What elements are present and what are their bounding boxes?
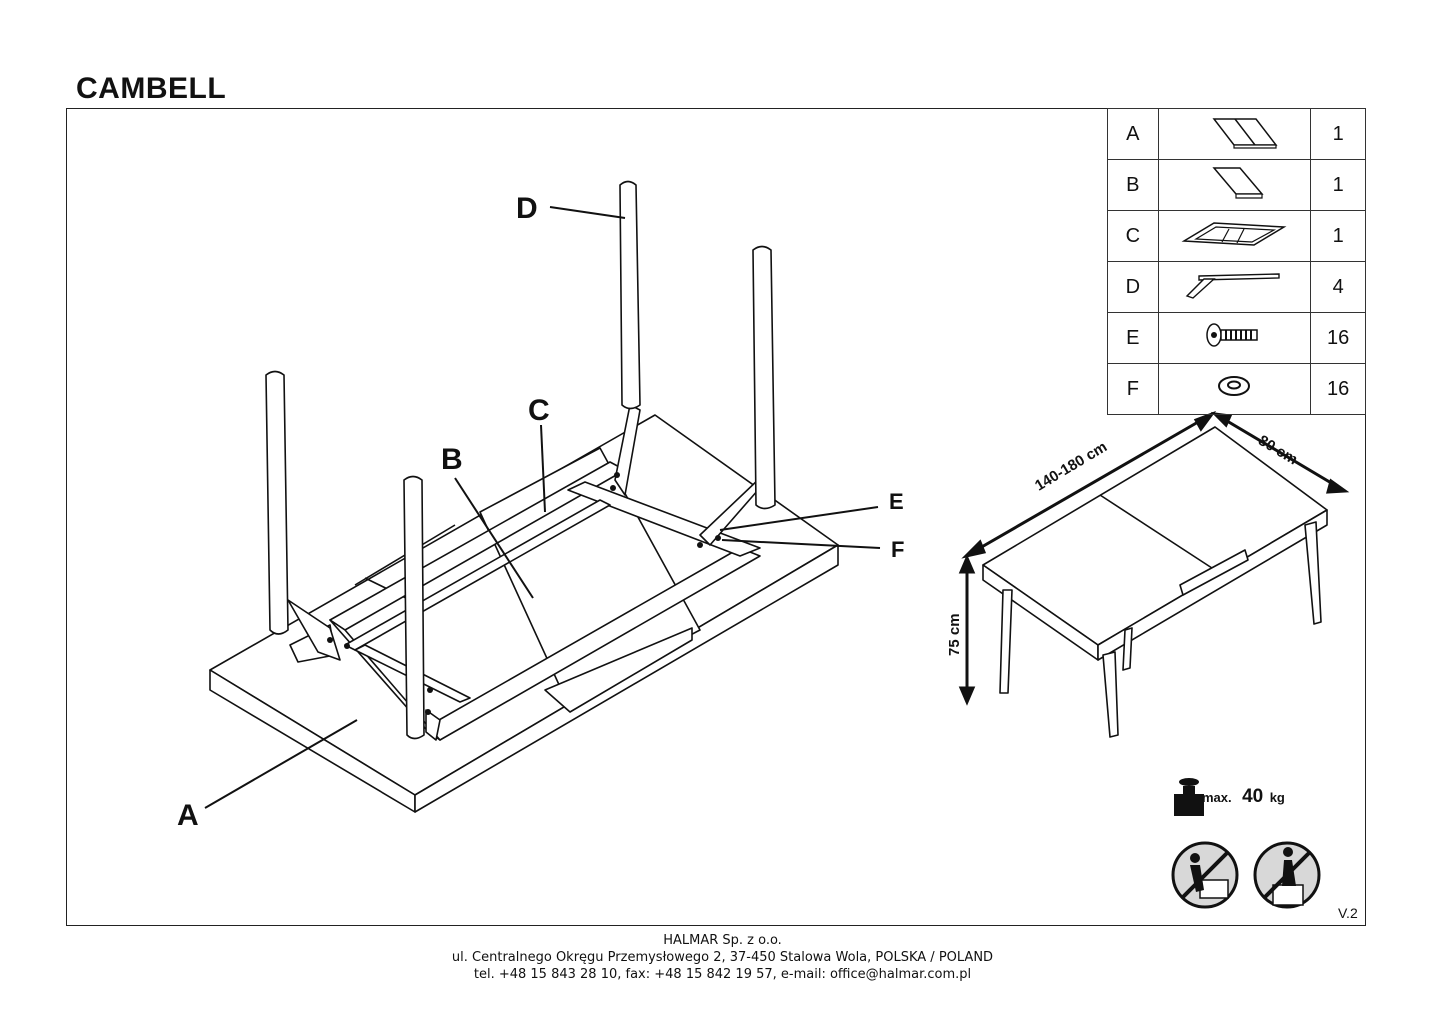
washer-icon: [1218, 376, 1251, 396]
table-row: F 16: [1107, 363, 1366, 415]
no-sitting-on-table-icon: [1253, 841, 1321, 909]
fasteners: [327, 472, 721, 715]
frame-icon: [1181, 222, 1287, 246]
part-picture: [1157, 312, 1312, 364]
weight-icon: [1174, 778, 1204, 816]
max-load: max. 40 kg: [1202, 786, 1285, 808]
version-label: V.2: [1338, 905, 1358, 921]
part-letter: F: [1107, 363, 1159, 415]
table-row: E 16: [1107, 312, 1366, 364]
part-quantity: 1: [1310, 159, 1366, 211]
part-letter: C: [1107, 210, 1159, 262]
leader-lines: [204, 206, 881, 809]
footer: HALMAR Sp. z o.o. ul. Centralnego Okręgu…: [0, 932, 1445, 983]
label-a: A: [177, 799, 199, 832]
extension-leaf-icon: [1212, 167, 1265, 199]
leg-icon: [1186, 273, 1281, 299]
table-row: B 1: [1107, 159, 1366, 211]
part-picture: [1157, 210, 1312, 262]
part-quantity: 4: [1310, 261, 1366, 313]
label-d: D: [516, 192, 538, 225]
part-letter: D: [1107, 261, 1159, 313]
part-quantity: 1: [1310, 108, 1366, 160]
part-letter: E: [1107, 312, 1159, 364]
footer-address: ul. Centralnego Okręgu Przemysłowego 2, …: [451, 950, 994, 965]
part-quantity: 16: [1310, 312, 1366, 364]
label-e: E: [889, 489, 904, 514]
height-dimension: 75 cm: [946, 613, 963, 656]
part-picture: [1157, 261, 1312, 313]
bolt-icon: [1206, 323, 1259, 347]
label-f: F: [891, 537, 905, 562]
diagram-frame: [66, 108, 1366, 926]
part-quantity: 16: [1310, 363, 1366, 415]
part-letter: B: [1107, 159, 1159, 211]
page-title: CAMBELL: [76, 72, 227, 105]
table-row: A 1: [1107, 108, 1366, 160]
part-picture: [1157, 159, 1312, 211]
part-picture: [1157, 363, 1312, 415]
parts-table: A 1 B 1 C 1: [1107, 108, 1366, 415]
part-letter: A: [1107, 108, 1159, 160]
no-standing-on-table-icon: [1171, 841, 1239, 909]
footer-contact: tel. +48 15 843 28 10, fax: +48 15 842 1…: [473, 967, 972, 982]
label-b: B: [441, 443, 463, 476]
max-load-value: 40: [1242, 786, 1264, 807]
max-load-prefix: max.: [1202, 790, 1232, 805]
tabletop-icon: [1212, 118, 1278, 149]
part-picture: [1157, 108, 1312, 160]
table-row: D 4: [1107, 261, 1366, 313]
legs: [265, 180, 776, 740]
footer-company: HALMAR Sp. z o.o.: [663, 933, 782, 948]
assembled-table: [982, 426, 1328, 738]
table-row: C 1: [1107, 210, 1366, 262]
label-c: C: [528, 394, 550, 427]
corner-brackets: [287, 404, 766, 741]
part-quantity: 1: [1310, 210, 1366, 262]
max-load-unit: kg: [1269, 790, 1285, 805]
dimension-arrows: [958, 410, 1350, 706]
